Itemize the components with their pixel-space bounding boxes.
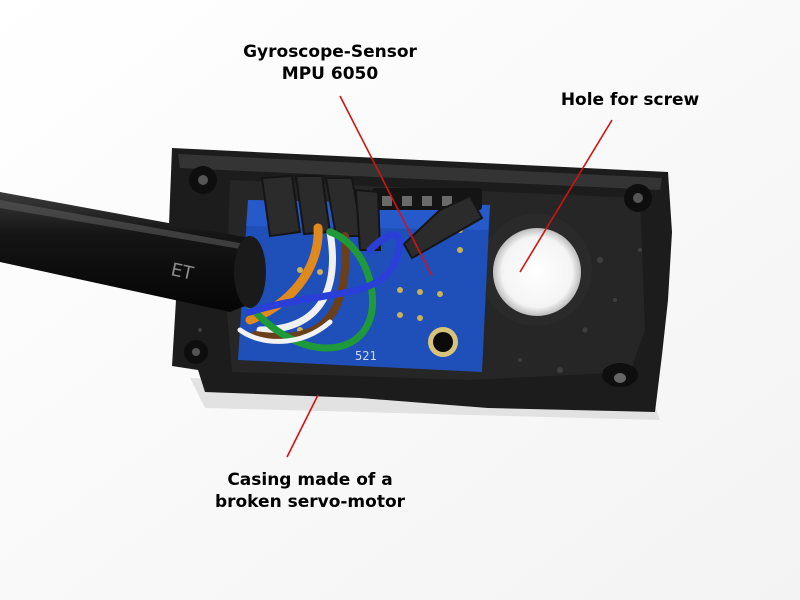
label-casing-line2: broken servo-motor [214,492,406,512]
pointer-line-casing [286,394,319,458]
label-hole-line1: Hole for screw [560,90,700,110]
black-cable [0,192,262,312]
wires [237,223,404,352]
heat-shrink-tubes [260,174,484,260]
pcb-mounting-hole-center [433,332,453,352]
corner-screw-holes [184,166,652,387]
cable-end [234,236,266,308]
pointer-lines [286,95,613,458]
cable-print: ЕТ [169,259,196,284]
pointer-line-gyro [339,95,433,277]
pcb-silkscreen: 521 [355,349,377,363]
cable-highlight [0,200,246,250]
label-casing-line1: Casing made of a [227,470,393,490]
label-casing: Casing made of a broken servo-motor [180,469,440,513]
label-gyroscope-sensor: Gyroscope-Sensor MPU 6050 [205,41,455,85]
pointer-line-hole [519,119,613,273]
label-hole-for-screw: Hole for screw [530,89,730,111]
label-gyroscope-line2: MPU 6050 [281,64,379,84]
label-gyroscope-line1: Gyroscope-Sensor [243,42,417,62]
screw-hole [493,228,581,316]
casing-rim [178,154,662,190]
